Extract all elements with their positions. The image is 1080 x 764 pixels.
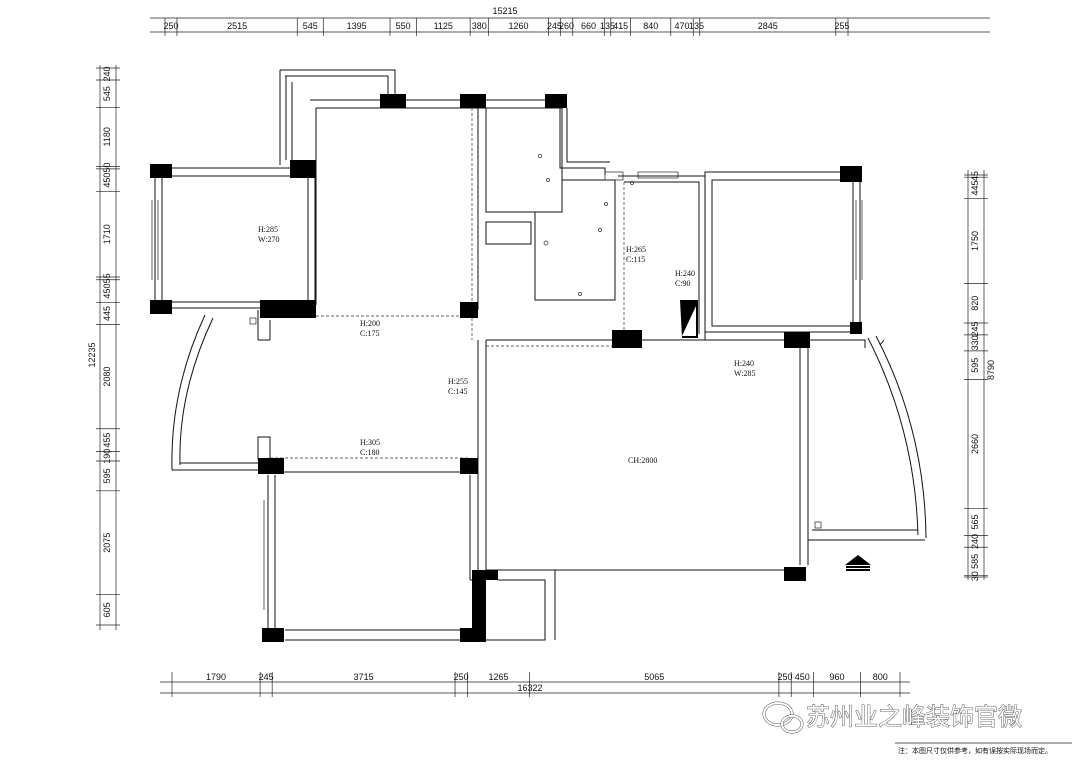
top-dimension-chain: 15215 250 2515 545 1395 550 1125 380 1260 245260… xyxy=(150,6,990,36)
right-dimension-label: 2660 xyxy=(970,434,980,454)
top-dimension-label: 1260 xyxy=(508,21,528,31)
right-dimension-label: 565 xyxy=(970,514,980,529)
bottom-dimension-label: 250 xyxy=(778,672,793,682)
bottom-dimension-label: 3715 xyxy=(354,672,374,682)
right-dimension-label: 445 xyxy=(970,180,980,195)
room-6-size: C:90 xyxy=(675,279,691,288)
top-dimension-label: 470 xyxy=(675,21,690,31)
right-total-dimension: 8790 xyxy=(986,360,996,380)
top-dimension-label: 550 xyxy=(396,21,411,31)
wechat-icon xyxy=(762,701,804,734)
left-total-dimension: 12235 xyxy=(87,342,97,367)
right-dimension-label: 1750 xyxy=(970,231,980,251)
right-dimension-label: 330 xyxy=(970,335,980,350)
structural-columns xyxy=(150,94,862,642)
top-dimension-label: 135 xyxy=(600,21,615,31)
watermark: 苏州业之峰装饰官微 xyxy=(762,701,1022,734)
top-dimension-label: 255 xyxy=(834,21,849,31)
footnote: 注：本图尺寸仅供参考，如有误按实际现场而定。 xyxy=(898,746,1052,755)
right-dimension-label: 45 xyxy=(970,171,980,181)
left-dimension-label: 545 xyxy=(102,86,112,101)
top-dimension-label: 2515 xyxy=(227,21,247,31)
room-2-height: H:200 xyxy=(360,319,380,328)
room-1-size: W:270 xyxy=(258,235,279,244)
top-dimension-label: 415 xyxy=(613,21,628,31)
top-dimension-label: 135 xyxy=(689,21,704,31)
left-dimension-label: 445 xyxy=(102,306,112,321)
top-dimension-label: 840 xyxy=(643,21,658,31)
room-7-size: W:285 xyxy=(734,369,755,378)
room-6-height: H:240 xyxy=(675,269,695,278)
room-3-height: H:255 xyxy=(448,377,468,386)
room-4-height: H:305 xyxy=(360,438,380,447)
left-dimension-label: 190 xyxy=(102,449,112,464)
room-5-height: H:265 xyxy=(626,245,646,254)
left-dimension-label: 450 xyxy=(102,173,112,188)
fixtures xyxy=(249,153,822,529)
top-dimension-label: 380 xyxy=(472,21,487,31)
bottom-dimension-label: 800 xyxy=(873,672,888,682)
room-labels: H:285 W:270 H:200 C:175 H:255 C:145 H:30… xyxy=(258,225,755,465)
left-dimension-label: 55 xyxy=(102,273,112,283)
watermark-text: 苏州业之峰装饰官微 xyxy=(806,703,1022,731)
left-dimension-label: 240 xyxy=(102,66,112,81)
entrance-arrow-icon xyxy=(845,555,871,571)
bottom-dimension-label: 245 xyxy=(259,672,274,682)
bottom-dimension-label: 450 xyxy=(795,672,810,682)
left-dimension-label: 2080 xyxy=(102,367,112,387)
right-dimension-label: 820 xyxy=(970,296,980,311)
left-dimension-label: 2075 xyxy=(102,533,112,553)
room-3-size: C:145 xyxy=(448,387,468,396)
room-7-height: H:240 xyxy=(734,359,754,368)
bottom-total-dimension: 16322 xyxy=(517,683,542,693)
left-dimension-chain: 2405451180504501710554504452080455190595… xyxy=(87,65,120,630)
left-dimension-label: 605 xyxy=(102,602,112,617)
right-dimension-label: 30 xyxy=(970,571,980,581)
room-4-size: C:180 xyxy=(360,448,380,457)
walls xyxy=(151,69,927,641)
top-dimension-label: 260 xyxy=(559,21,574,31)
top-dimension-label: 545 xyxy=(303,21,318,31)
left-dimension-label: 455 xyxy=(102,433,112,448)
left-dimension-label: 1180 xyxy=(102,127,112,146)
top-dimension-label: 1395 xyxy=(347,21,367,31)
top-dimension-label: 250 xyxy=(163,21,178,31)
left-dimension-label: 50 xyxy=(102,163,112,173)
room-5-size: C:115 xyxy=(626,255,645,264)
top-total-dimension: 15215 xyxy=(492,6,517,16)
left-dimension-label: 450 xyxy=(102,284,112,299)
bottom-dimension-label: 1790 xyxy=(206,672,226,682)
ceiling-height-label: CH:2800 xyxy=(628,456,657,465)
left-dimension-label: 595 xyxy=(102,468,112,483)
bottom-dimension-label: 250 xyxy=(454,672,469,682)
top-dimension-label: 2845 xyxy=(758,21,778,31)
bottom-dimension-label: 5065 xyxy=(644,672,664,682)
bottom-dimension-label: 960 xyxy=(829,672,844,682)
right-dimension-label: 240 xyxy=(970,534,980,549)
left-dimension-label: 1710 xyxy=(102,224,112,244)
right-dimension-label: 245 xyxy=(970,321,980,336)
room-1-height: H:285 xyxy=(258,225,278,234)
bottom-dimension-label: 1265 xyxy=(488,672,508,682)
top-dimension-label: 245 xyxy=(547,21,562,31)
right-dimension-label: 595 xyxy=(970,358,980,373)
right-dimension-label: 585 xyxy=(970,554,980,569)
room-2-size: C:175 xyxy=(360,329,380,338)
top-dimension-label: 660 xyxy=(581,21,596,31)
top-dimension-label: 1125 xyxy=(434,21,453,31)
